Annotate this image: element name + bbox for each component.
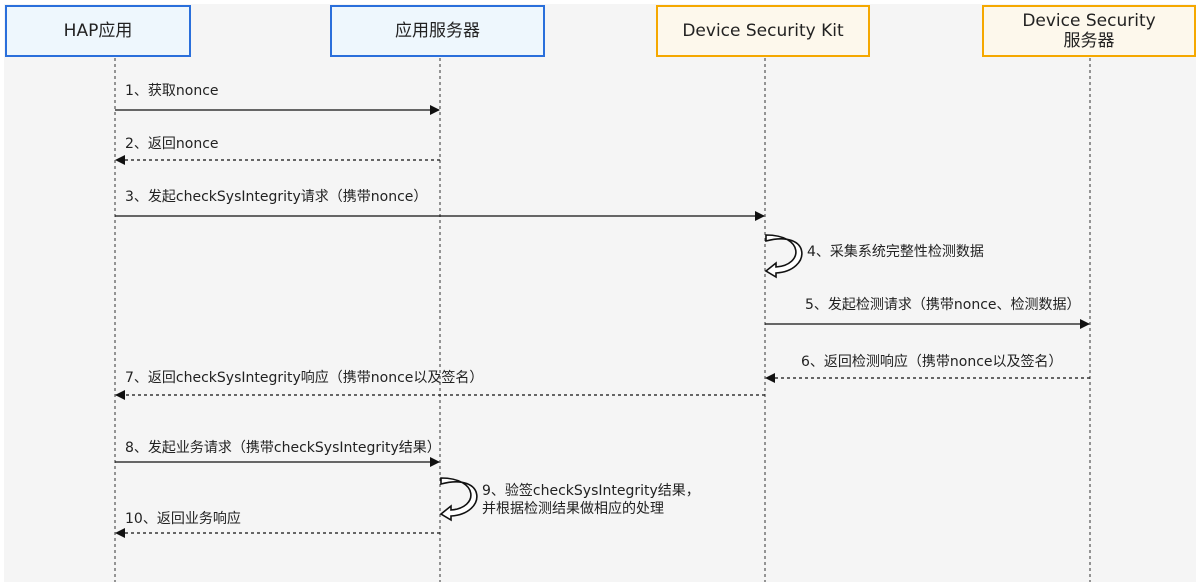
- message-label-5: 5、发起检测请求（携带nonce、检测数据）: [805, 297, 1081, 313]
- message-label-7: 7、返回checkSysIntegrity响应（携带nonce以及签名）: [125, 370, 484, 386]
- message-label-9: 9、验签checkSysIntegrity结果， 并根据检测结果做相应的处理: [482, 483, 700, 517]
- message-label-6: 6、返回检测响应（携带nonce以及签名）: [801, 354, 1063, 370]
- participant-hap-app: HAP应用: [5, 5, 191, 57]
- self-message-arrow-9: [439, 477, 478, 522]
- self-message-arrow-4: [764, 234, 803, 279]
- message-label-8: 8、发起业务请求（携带checkSysIntegrity结果）: [125, 440, 441, 456]
- message-label-1: 1、获取nonce: [125, 83, 219, 99]
- message-label-4: 4、采集系统完整性检测数据: [807, 244, 984, 260]
- participant-device-security-server: Device Security 服务器: [982, 5, 1196, 57]
- message-label-10: 10、返回业务响应: [125, 511, 241, 527]
- sequence-diagram: [4, 4, 1196, 582]
- message-label-2: 2、返回nonce: [125, 136, 219, 152]
- participant-device-security-kit: Device Security Kit: [656, 5, 870, 57]
- participant-app-server: 应用服务器: [330, 5, 545, 57]
- message-label-3: 3、发起checkSysIntegrity请求（携带nonce）: [125, 189, 428, 205]
